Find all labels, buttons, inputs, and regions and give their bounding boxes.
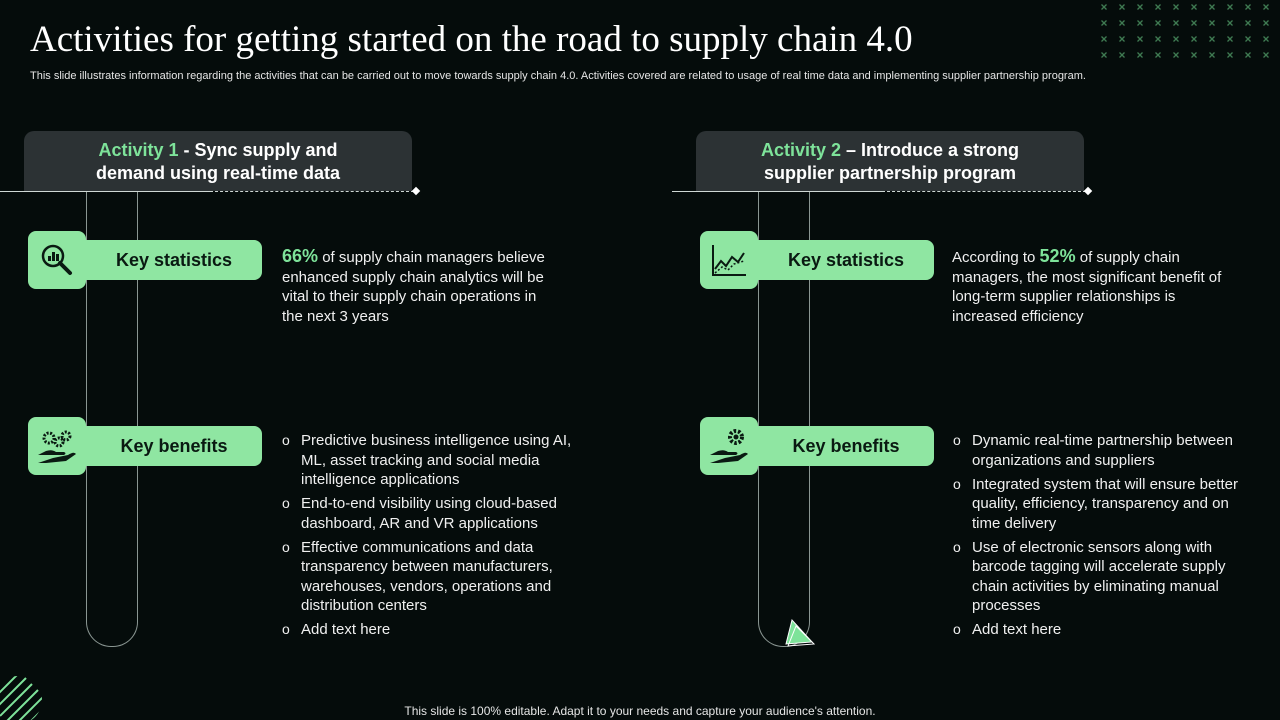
activity1-stat-text: 66% of supply chain managers believe enh… (282, 246, 552, 326)
activity2-stat-prefix: According to (952, 249, 1040, 266)
activity1-timeline-tube (86, 192, 138, 647)
activity2-timeline-tube (758, 192, 810, 647)
line-chart-icon (712, 245, 746, 276)
activity1-stats-pill: Key statistics (86, 240, 262, 280)
activity2-title-line2: supplier partnership program (763, 163, 1017, 183)
dot-grid-decoration (1101, 4, 1269, 58)
activity1-label: Activity 1 (98, 140, 179, 160)
list-item: Add text here (953, 620, 1253, 640)
activity2-benefits-pill: Key benefits (758, 426, 934, 466)
activity1-benefits-list: Predictive business intelligence using A… (282, 431, 582, 644)
list-item: Add text here (282, 620, 582, 640)
activity2-label: Activity 2 (760, 140, 841, 160)
activity1-benefits-icon-box (28, 417, 86, 475)
activity2-benefits-icon-box (700, 417, 758, 475)
activity2-stat-value: 52% (1039, 246, 1076, 266)
activity2-stat-text: According to 52% of supply chain manager… (952, 246, 1232, 326)
hatched-circle-decoration (0, 676, 42, 720)
activity1-diamond-marker (411, 186, 421, 196)
activity2-title-line1: – Introduce a strong (841, 140, 1020, 160)
activity2-header: Activity 2 – Introduce a strong supplier… (696, 131, 1084, 191)
activity2-divider (672, 191, 882, 192)
hand-gears-icon (38, 430, 76, 463)
activity2-stat-description: of supply chain managers, the most signi… (952, 249, 1222, 325)
activity1-header: Activity 1 - Sync supply and demand usin… (24, 131, 412, 191)
activity1-stat-value: 66% (282, 246, 319, 266)
list-item: Integrated system that will ensure bette… (953, 475, 1253, 534)
list-item: Dynamic real-time partnership between or… (953, 431, 1253, 470)
activity2-benefits-list: Dynamic real-time partnership between or… (953, 431, 1253, 644)
activity1-stats-icon-box (28, 231, 86, 289)
activity2-stats-pill: Key statistics (758, 240, 934, 280)
list-item: Use of electronic sensors along with bar… (953, 538, 1253, 616)
activity1-divider (0, 191, 210, 192)
triangle-marker-icon (785, 618, 816, 647)
activity1-benefits-pill: Key benefits (86, 426, 262, 466)
list-item: End-to-end visibility using cloud-based … (282, 494, 582, 533)
activity2-stats-icon-box (700, 231, 758, 289)
activity1-dashed-divider (210, 191, 414, 192)
list-item: Predictive business intelligence using A… (282, 431, 582, 490)
page-title: Activities for getting started on the ro… (30, 19, 913, 60)
activity1-title-line1: - Sync supply and (178, 140, 338, 160)
activity1-stat-description: of supply chain managers believe enhance… (282, 249, 545, 325)
magnifier-chart-icon (41, 244, 72, 275)
list-item: Effective communications and data transp… (282, 538, 582, 616)
activity2-diamond-marker (1083, 186, 1093, 196)
activity2-dashed-divider (882, 191, 1086, 192)
hand-gear-icon (710, 429, 748, 463)
page-subtitle: This slide illustrates information regar… (30, 70, 1086, 82)
footer-note: This slide is 100% editable. Adapt it to… (404, 704, 876, 718)
activity1-title-line2: demand using real-time data (95, 163, 341, 183)
